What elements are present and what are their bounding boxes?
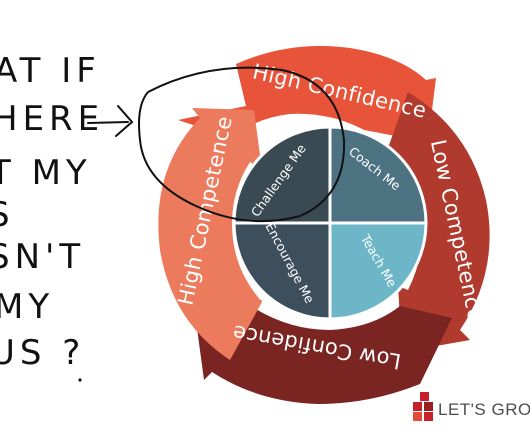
hand-line-5: SN'T	[0, 237, 85, 277]
hand-line-3: T MY	[0, 153, 92, 193]
hand-line-6: MY	[0, 287, 54, 327]
hand-line-4: S	[0, 195, 15, 235]
handwritten-arrow	[87, 105, 134, 137]
logo-blocks-icon	[413, 392, 433, 421]
lets-grow-logo: LET'S GROW	[413, 392, 530, 421]
handwritten-circle	[138, 66, 346, 223]
hand-line-2: HERE	[0, 99, 104, 139]
handwritten-notes: AT IF HERE T MY S SN'T MY US ?	[0, 51, 104, 373]
ring-segment-low-competence	[388, 92, 490, 352]
ring-segment-high-competence	[158, 108, 262, 360]
hand-line-1: AT IF	[0, 51, 101, 91]
quadrant-coach-me	[328, 125, 428, 225]
ring-segment-low-confidence	[194, 300, 452, 404]
quadrant-teach-me	[328, 221, 428, 321]
stray-mark	[78, 378, 82, 382]
quadrant-challenge-me	[232, 125, 332, 225]
hand-line-7: US ?	[0, 333, 85, 373]
logo-text: LET'S GROW	[438, 400, 530, 419]
quadrant-encourage-me	[232, 221, 332, 321]
